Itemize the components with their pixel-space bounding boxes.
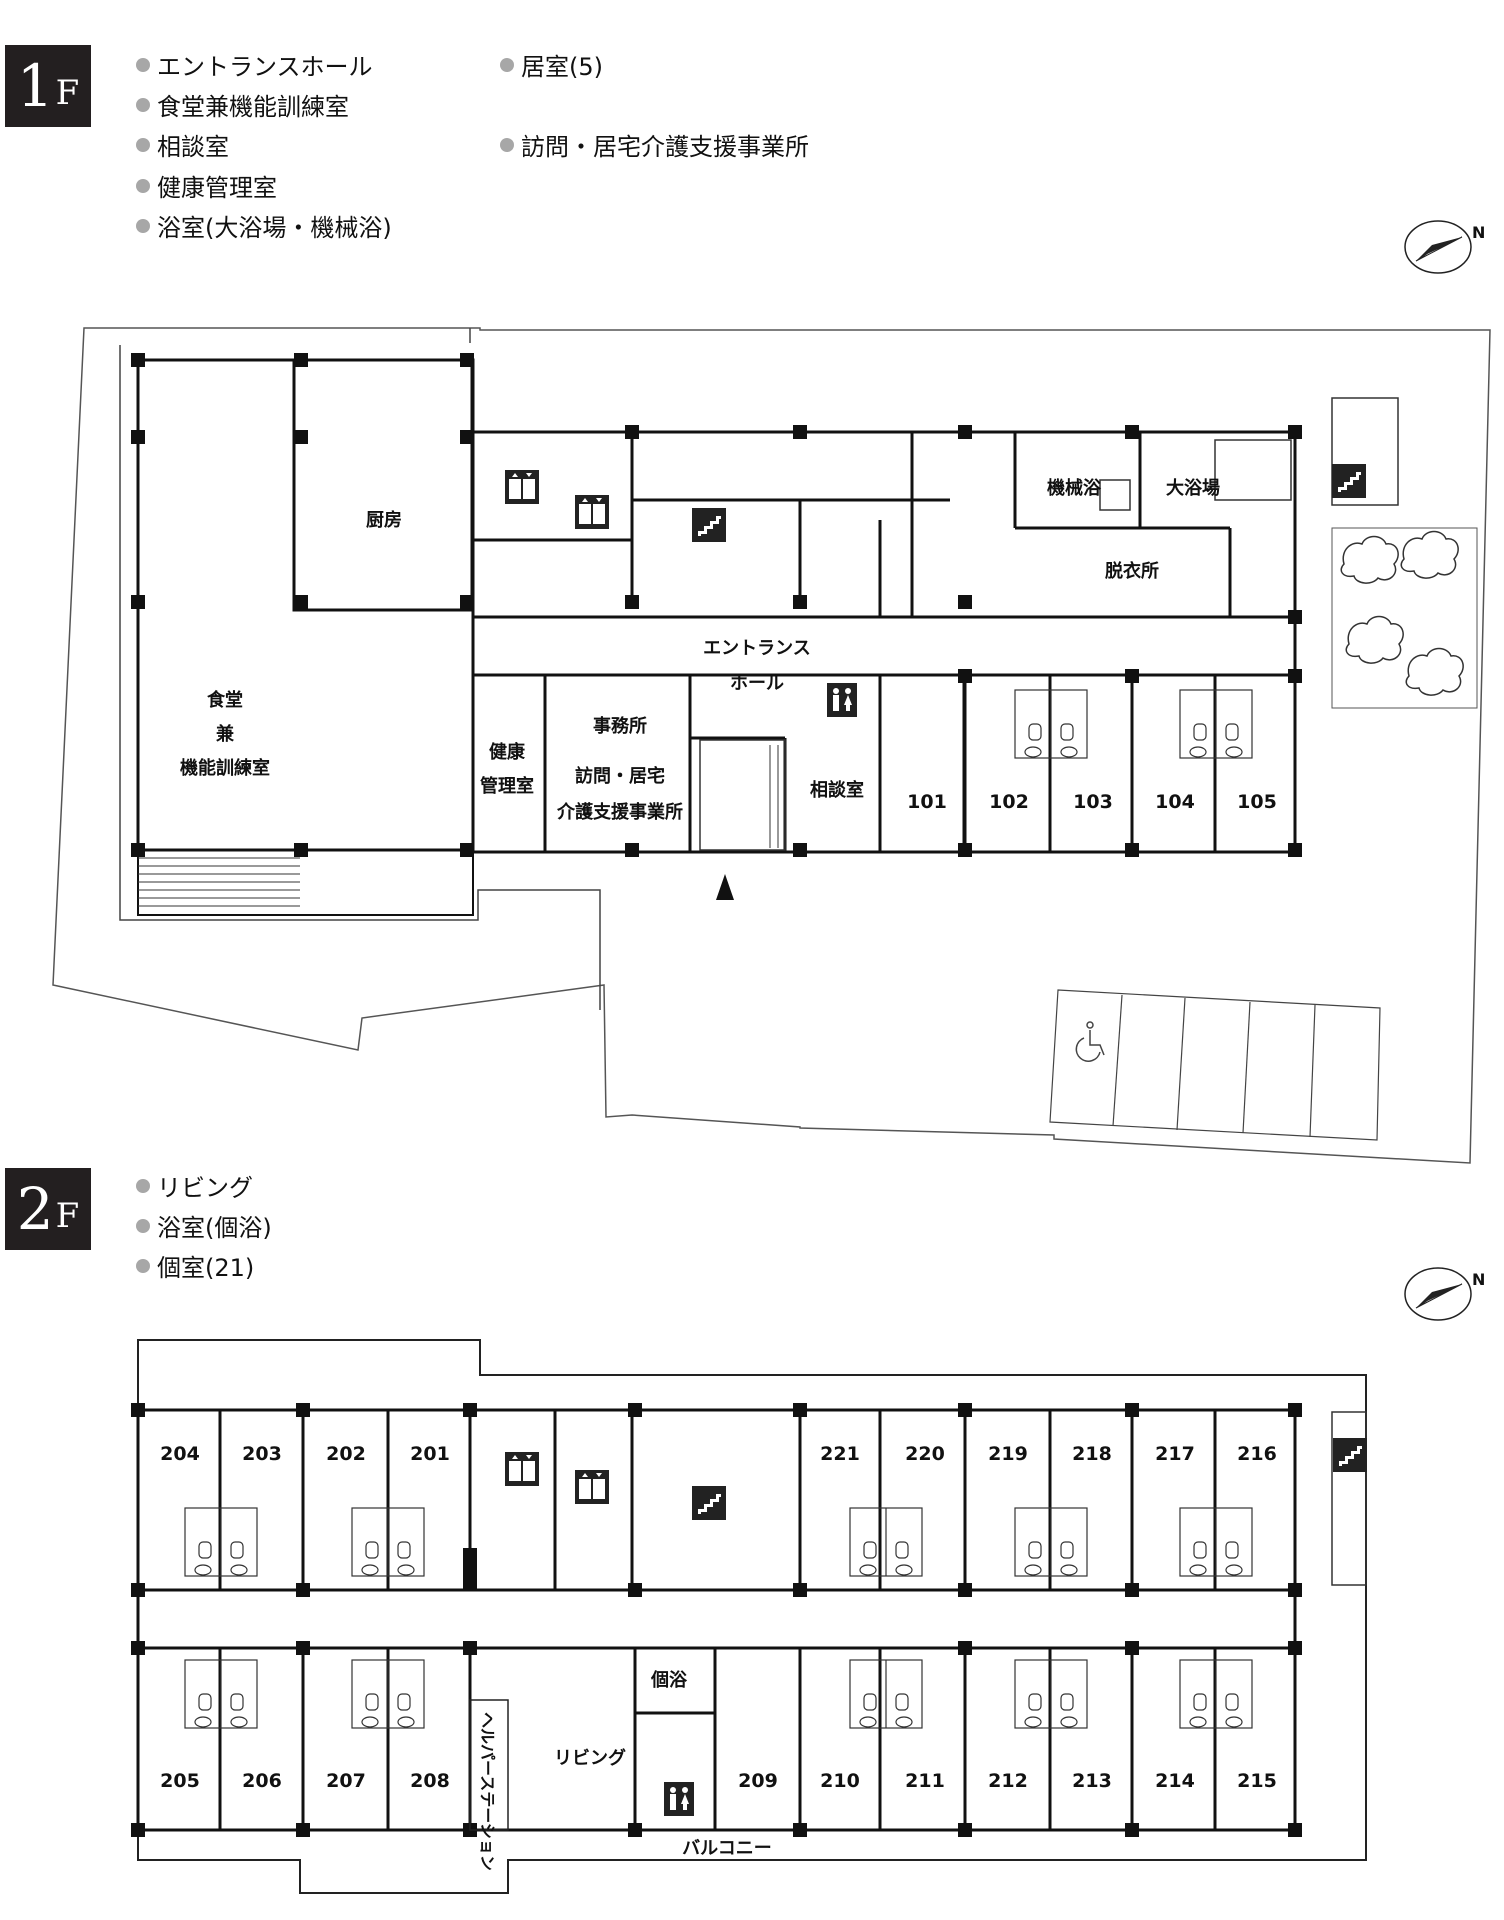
tree-icon [1345,615,1404,664]
bullet-icon [136,137,150,152]
legend-item: 個室(21) [136,1248,254,1283]
building-2f-walls [136,1408,1297,1832]
svg-text:N: N [1472,1270,1485,1289]
room-number: 203 [242,1443,282,1465]
stairs-icon [1333,1438,1367,1472]
room-number: 214 [1155,1770,1195,1792]
room-label-private-bath: 個浴 [650,1670,688,1691]
room-number: 211 [905,1770,945,1792]
bullet-icon [136,1258,150,1273]
bullet-icon [136,218,150,233]
room-number: 105 [1237,791,1277,813]
room-label-large-bath: 大浴場 [1166,477,1220,499]
room-label-dining: 兼 [216,723,235,745]
restroom-icon [827,683,857,717]
floor-number: 2 [16,1175,54,1243]
floor-number: 1 [16,52,54,120]
elevator-icon [575,1470,609,1504]
bullet-icon [500,137,514,152]
svg-text:N: N [1472,223,1485,242]
room-number: 101 [907,791,947,813]
legend-item: リビング [136,1168,253,1203]
room-number: 204 [160,1443,200,1465]
legend-item: 浴室(大浴場・機械浴) [136,208,392,243]
legend-item: 訪問・居宅介護支援事業所 [500,127,809,162]
room-number: 103 [1073,791,1113,813]
room-number: 210 [820,1770,860,1792]
compass-icon [1404,1267,1472,1321]
room-label-dining: 食堂 [206,689,243,711]
room-number: 220 [905,1443,945,1465]
room-number: 207 [326,1770,366,1792]
floor-unit: F [55,1196,80,1236]
legend-item: エントランスホール [136,47,373,82]
elevator-icon [505,470,539,504]
legend-item: 居室(5) [500,47,603,82]
columns-1f [131,353,1302,857]
room-number: 215 [1237,1770,1277,1792]
room-label-dressing-room: 脱衣所 [1105,560,1159,582]
room-label-office: 介護支援事業所 [556,801,683,823]
room-number: 202 [326,1443,366,1465]
parking-area [1049,989,1381,1141]
stairs-icon [1332,464,1366,498]
room-number: 104 [1155,791,1195,813]
bullet-icon [136,178,150,193]
bullet-icon [136,1178,150,1193]
elevator-icon [575,495,609,529]
bullet-icon [500,57,514,72]
tree-icon [1405,647,1464,696]
room-label-office: 事務所 [593,715,647,737]
label-balcony: バルコニー [682,1838,772,1859]
columns-2f [131,1403,1302,1837]
room-label-health-room: 健康 [489,741,526,763]
room-number: 208 [410,1770,450,1792]
room-label-office: 訪問・居宅 [575,765,665,787]
bullet-icon [136,97,150,112]
tree-icon [1340,535,1399,584]
room-number: 216 [1237,1443,1277,1465]
room-number: 201 [410,1443,450,1465]
dining-steps [138,857,300,907]
room-number: 213 [1072,1770,1112,1792]
room-label-health-room: 管理室 [480,775,534,797]
legend-item: 健康管理室 [136,168,277,203]
room-label-mechanical-bath: 機械浴 [1047,477,1102,499]
room-label-entrance-hall: エントランス [703,638,811,659]
room-number: 102 [989,791,1029,813]
legend-item: 相談室 [136,127,229,162]
stairs-icon [692,1486,726,1520]
room-label-living: リビング [554,1747,626,1769]
bullet-icon [136,57,150,72]
room-number: 217 [1155,1443,1195,1465]
elevator-icon [505,1452,539,1486]
restroom-icon [664,1782,694,1816]
room-number: 218 [1072,1443,1112,1465]
room-number: 212 [988,1770,1028,1792]
room-number: 209 [738,1770,778,1792]
stairs-icon [692,508,726,542]
bullet-icon [136,1218,150,1233]
floor-unit: F [55,73,80,113]
room-number: 221 [820,1443,860,1465]
entrance-arrow-icon [716,874,734,900]
tree-icon [1400,530,1459,579]
room-number: 206 [242,1770,282,1792]
room-number: 205 [160,1770,200,1792]
legend-item: 浴室(個浴) [136,1208,272,1243]
room-label-helper-station: ヘルパーステーション [478,1712,497,1871]
compass-icon [1404,220,1472,274]
room-number: 219 [988,1443,1028,1465]
room-label-consultation: 相談室 [810,779,864,801]
accessible-parking-icon [1075,1021,1105,1062]
room-label-kitchen: 厨房 [366,509,402,531]
room-label-dining: 機能訓練室 [180,757,270,779]
room-label-entrance-hall: ホール [730,673,784,694]
legend-item: 食堂兼機能訓練室 [136,87,349,122]
